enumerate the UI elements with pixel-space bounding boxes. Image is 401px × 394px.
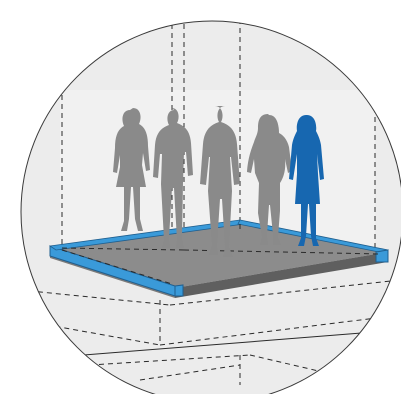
ground-solid-line [394, 279, 401, 301]
platform-guides [61, 224, 381, 285]
platform-side-front [175, 252, 388, 298]
person-silhouette [153, 108, 193, 248]
person-silhouette [113, 108, 150, 231]
person-silhouette [247, 114, 292, 245]
person-silhouette [200, 106, 240, 257]
highlighted-person-silhouette [289, 115, 324, 246]
people-group [113, 106, 324, 257]
circle-outline [20, 20, 401, 394]
